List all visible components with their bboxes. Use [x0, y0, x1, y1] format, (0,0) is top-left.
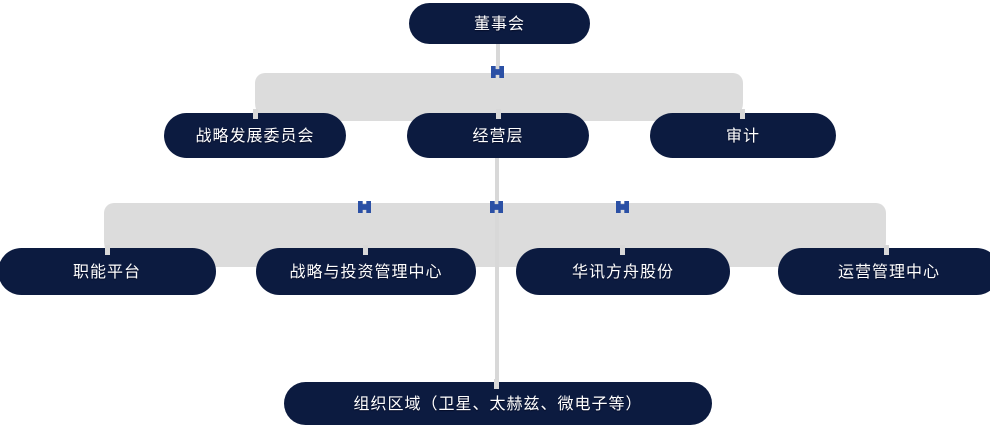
- junction-cross-icon: [491, 66, 504, 78]
- connector-stub: [620, 245, 625, 255]
- org-node-label: 运营管理中心: [837, 262, 940, 281]
- connector-stub: [884, 245, 889, 255]
- connector-stub: [494, 379, 499, 389]
- org-node-org-regions: 组织区域（卫星、太赫兹、微电子等）: [284, 382, 712, 425]
- connector-stub: [253, 109, 258, 119]
- org-node-audit: 审计: [650, 113, 836, 158]
- org-node-label: 审计: [725, 126, 760, 145]
- org-node-board: 董事会: [409, 3, 590, 44]
- org-node-label: 战略发展委员会: [195, 126, 315, 145]
- junction-cross-icon: [358, 201, 371, 213]
- org-node-strategy-committee: 战略发展委员会: [164, 113, 346, 158]
- connector-line-board-to-level2: [496, 41, 500, 75]
- org-node-strategy-investment-center: 战略与投资管理中心: [256, 248, 476, 295]
- connector-stub: [496, 109, 501, 119]
- org-node-management: 经营层: [407, 113, 589, 158]
- junction-cross-icon: [490, 201, 503, 213]
- org-node-label: 董事会: [473, 14, 525, 33]
- connector-line-management-to-bottom: [495, 154, 499, 384]
- org-node-label: 组织区域（卫星、太赫兹、微电子等）: [353, 394, 643, 413]
- org-node-label: 职能平台: [72, 262, 141, 281]
- connector-stub: [740, 109, 745, 119]
- org-node-functional-platform: 职能平台: [0, 248, 216, 295]
- org-node-huaxun-fangzhou: 华讯方舟股份: [516, 248, 730, 295]
- connector-stub: [105, 245, 110, 255]
- junction-cross-icon: [616, 201, 629, 213]
- org-node-label: 经营层: [472, 126, 524, 145]
- connector-stub: [363, 245, 368, 255]
- org-node-operations-center: 运营管理中心: [778, 248, 990, 295]
- org-node-label: 华讯方舟股份: [571, 262, 674, 281]
- org-node-label: 战略与投资管理中心: [289, 262, 443, 281]
